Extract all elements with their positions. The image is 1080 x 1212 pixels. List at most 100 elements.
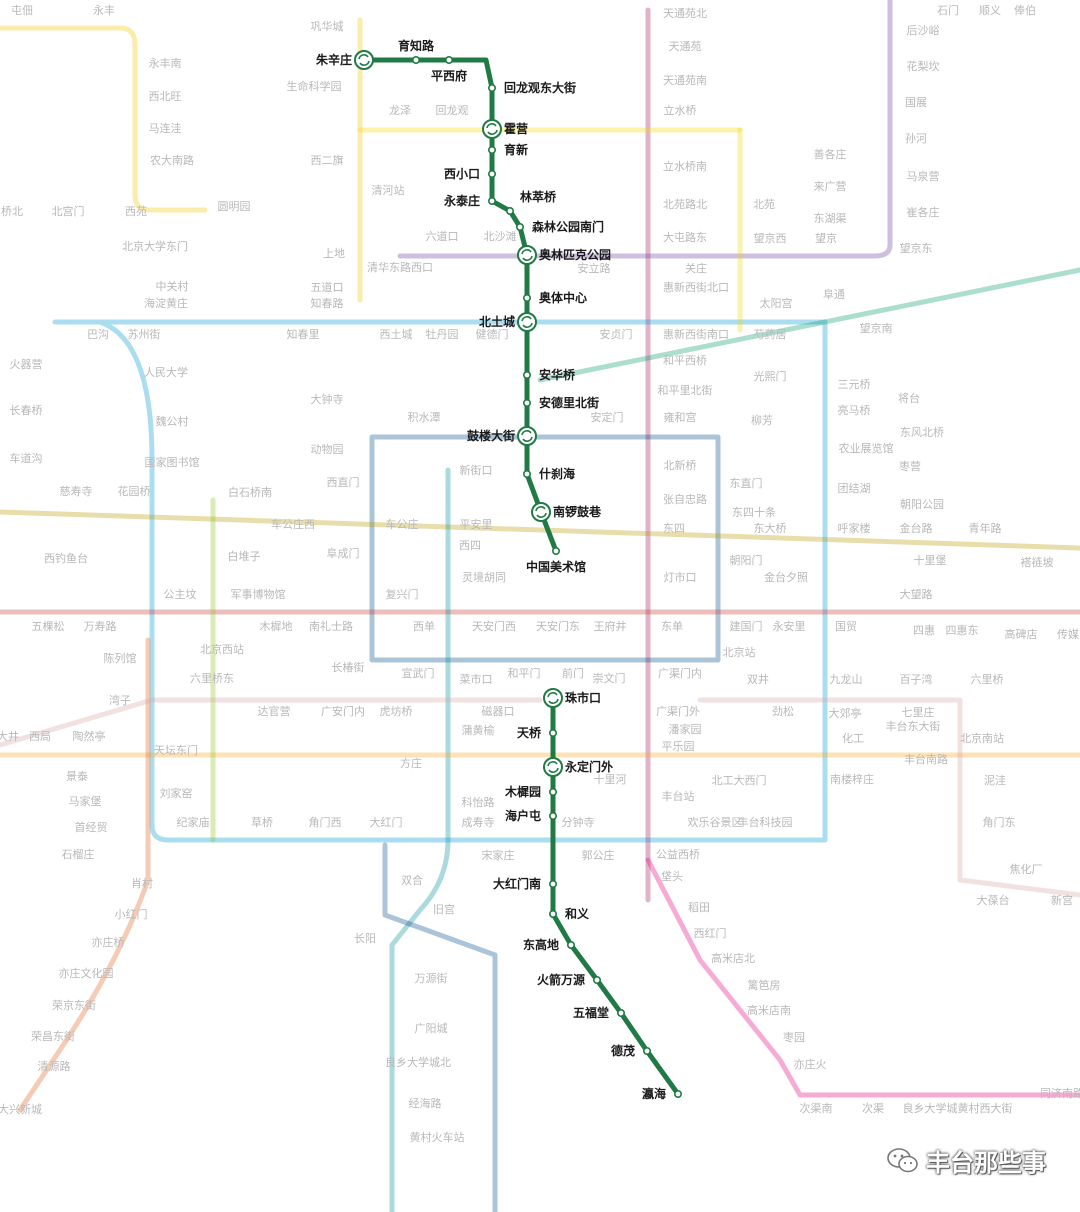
station-26: 和义 — [548, 906, 590, 921]
station-label: 火箭万源 — [537, 972, 585, 987]
line-6 — [0, 509, 1080, 551]
background-station-label: 大葆台 — [977, 893, 1010, 907]
background-station-label: 亦庄火 — [794, 1057, 827, 1071]
background-station-label: 五道口 — [311, 280, 344, 294]
station-27: 东高地 — [523, 937, 575, 952]
background-station-label: 俸伯 — [1014, 3, 1036, 17]
background-station-label: 天安门西 — [472, 619, 516, 633]
background-station-label: 善各庄 — [814, 147, 847, 161]
station-label: 大红门南 — [493, 876, 541, 891]
background-station-label: 北工大西门 — [712, 773, 767, 787]
background-station-label: 荣京东街 — [52, 998, 96, 1012]
background-station-label: 褡裢坡 — [1021, 556, 1054, 569]
background-station-label: 和平西桥 — [663, 354, 707, 367]
station-dot — [522, 293, 531, 302]
background-station-label: 灯市口 — [664, 570, 697, 584]
wechat-icon — [887, 1147, 918, 1172]
transfer-arrows-icon — [535, 506, 547, 518]
station-dot — [411, 55, 420, 64]
transfer-arrows-icon — [521, 430, 533, 442]
background-station-label: 清华东路西口 — [367, 260, 433, 274]
background-station-label: 陈列馆 — [104, 651, 137, 665]
transfer-arrows-icon — [358, 54, 370, 66]
station-label: 德茂 — [611, 1043, 635, 1058]
station-18: 南锣鼓巷 — [531, 502, 602, 522]
background-station-label: 金台夕照 — [764, 570, 808, 584]
station-24: 海户屯 — [505, 808, 557, 823]
background-station-label: 次渠 — [862, 1101, 884, 1115]
background-station-label: 车道沟 — [10, 451, 43, 465]
background-station-label: 白堆子 — [228, 549, 261, 563]
background-station-label: 柳芳 — [751, 413, 773, 427]
background-station-label: 草桥 — [251, 816, 273, 829]
background-station-label: 枣营 — [899, 459, 921, 473]
background-station-label: 六里桥东 — [190, 672, 234, 685]
background-station-label: 惠新西街北口 — [663, 280, 729, 294]
background-station-label: 来广营 — [814, 179, 847, 193]
background-station-label: 龙泽 — [389, 104, 411, 117]
background-station-label: 丰台站 — [662, 789, 695, 803]
background-station-label: 圆明园 — [218, 200, 251, 213]
station-28: 火箭万源 — [537, 972, 601, 987]
background-station-label: 立水桥南 — [663, 159, 707, 173]
background-station-label: 大望路 — [900, 587, 933, 601]
background-station-label: 公益西桥 — [656, 847, 700, 861]
background-station-label: 生命科学园 — [287, 79, 342, 93]
station-dot — [522, 370, 531, 379]
watermark-text: 丰台那些事 — [926, 1149, 1046, 1177]
station-label: 安华桥 — [539, 367, 576, 382]
background-station-label: 欢乐谷景区 — [688, 815, 743, 829]
background-station-label: 北新桥 — [664, 458, 697, 472]
station-dot — [548, 811, 557, 820]
station-dot — [487, 170, 496, 179]
background-station-label: 四惠东 — [946, 623, 979, 637]
background-station-label: 四惠 — [913, 623, 935, 637]
background-station-label: 高米店南 — [747, 1003, 791, 1017]
background-station-label: 国家图书馆 — [145, 455, 200, 469]
background-station-label: 白石桥南 — [228, 485, 272, 499]
line-yizhuang — [645, 857, 1080, 1098]
background-station-label: 阜通 — [823, 288, 845, 301]
background-station-label: 青年路 — [969, 521, 1002, 535]
station-label: 朱辛庄 — [316, 52, 352, 67]
background-station-label: 花园桥 — [118, 485, 151, 498]
background-station-label: 天通苑 — [669, 40, 702, 53]
background-station-label: 北京南站 — [960, 731, 1004, 745]
station-label: 珠市口 — [565, 690, 601, 705]
background-station-label: 清河站 — [372, 183, 405, 197]
station-15: 安德里北街 — [522, 395, 599, 410]
background-station-label: 海淀黄庄 — [144, 296, 188, 310]
background-station-label: 六道口 — [426, 229, 459, 243]
background-station-label: 分钟寺 — [562, 815, 595, 829]
station-21: 天桥 — [517, 725, 557, 740]
background-station-label: 双合 — [401, 873, 423, 887]
station-label: 永泰庄 — [443, 193, 480, 208]
background-station-label: 高米店北 — [711, 951, 755, 965]
background-station-label: 肖村 — [131, 876, 153, 890]
background-station-label: 火器营 — [10, 357, 43, 371]
background-station-label: 景泰 — [66, 769, 88, 783]
background-station-label: 枣园 — [783, 1031, 805, 1044]
station-dot — [487, 197, 496, 206]
background-station-label: 角门东 — [983, 815, 1016, 829]
background-station-label: 西红门 — [694, 926, 727, 940]
background-station-label: 清源路 — [38, 1059, 71, 1073]
background-station-label: 亮马桥 — [838, 403, 871, 417]
background-station-label: 东湖渠 — [814, 212, 847, 225]
background-station-label: 灵境胡同 — [462, 570, 506, 584]
background-station-label: 马家堡 — [69, 794, 102, 808]
station-label: 鼓楼大街 — [467, 428, 515, 443]
background-station-label: 亦庄桥 — [92, 935, 125, 949]
station-dot — [551, 546, 560, 555]
background-station-label: 东大桥 — [754, 521, 787, 535]
background-station-label: 北宫门 — [52, 204, 85, 218]
background-station-label: 天通苑南 — [663, 74, 707, 87]
background-station-label: 和平门 — [508, 666, 541, 680]
background-station-label: 永安里 — [773, 619, 806, 633]
background-station-label: 农大南路 — [150, 153, 194, 167]
station-label: 和义 — [564, 906, 590, 921]
background-station-label: 良乡大学城 — [903, 1101, 958, 1115]
line-13 — [0, 25, 208, 213]
background-station-label: 阜成门 — [327, 546, 360, 560]
transfer-arrows-icon — [547, 761, 559, 773]
